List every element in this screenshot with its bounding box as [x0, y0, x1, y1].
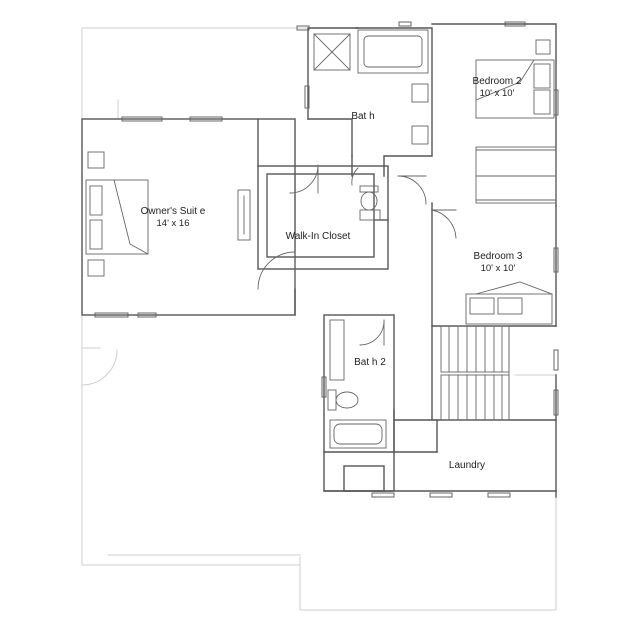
toilet: [327, 389, 337, 411]
room-name: Walk-In Closet: [285, 231, 351, 242]
room-name: Owner's Suit e: [140, 206, 206, 217]
doors: [257, 164, 457, 346]
room-name: Laundry: [448, 460, 486, 471]
room-dimensions: 10' x 10': [479, 88, 515, 99]
room-name: Bat h 2: [354, 357, 386, 368]
room-label-laundry: Laundry: [437, 460, 497, 472]
room-dimensions: 14' x 16: [156, 218, 190, 229]
stairs: [440, 325, 510, 421]
room-name: Bat h: [351, 111, 375, 122]
room-label-bath-2: Bat h 2: [348, 357, 392, 369]
room-label-owners-suite: Owner's Suit e 14' x 16: [128, 206, 218, 230]
owners-suite-walls: [81, 118, 296, 316]
shower: [313, 33, 351, 71]
bed: [475, 59, 555, 119]
room-label-bedroom-3: Bedroom 3 10' x 10': [463, 251, 533, 275]
room-label-bath: Bat h: [338, 111, 388, 123]
exterior-outline: [81, 27, 557, 611]
windows: [94, 21, 559, 498]
vanity-sink: [411, 125, 429, 145]
room-label-walk-in-closet: Walk-In Closet: [276, 231, 360, 243]
sink: [359, 209, 381, 221]
vanity-sink: [411, 83, 429, 103]
room-name: Bedroom 3: [473, 251, 523, 262]
dresser: [237, 189, 251, 241]
room-label-bedroom-2: Bedroom 2 10' x 10': [463, 76, 531, 100]
fixtures: [85, 29, 557, 449]
bed: [465, 293, 553, 325]
bathtub: [329, 419, 387, 449]
room-dimensions: 10' x 10': [480, 263, 516, 274]
room-name: Bedroom 2: [472, 76, 522, 87]
bed: [85, 179, 149, 255]
bathtub: [357, 29, 429, 74]
walls: [81, 23, 557, 498]
